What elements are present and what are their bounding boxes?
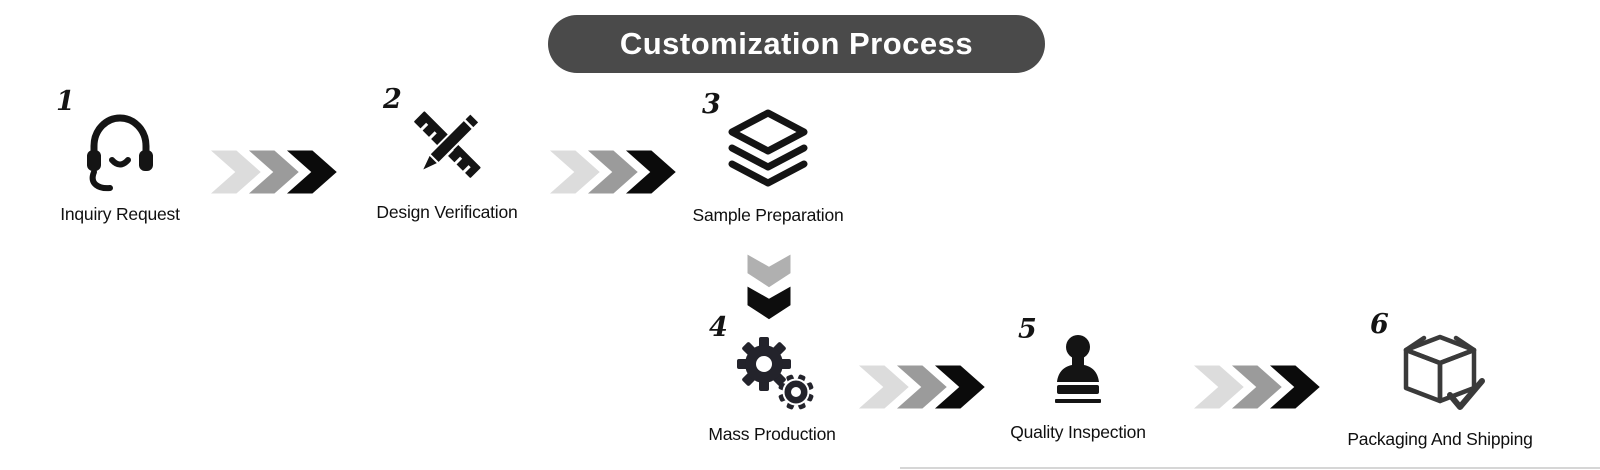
layers-icon <box>728 109 808 187</box>
step-6-label: Packaging And Shipping <box>1347 429 1533 449</box>
step-4-number: 4 <box>709 312 728 343</box>
step-5-number: 5 <box>1018 314 1037 345</box>
diagram-title: Customization Process <box>619 26 974 61</box>
arrow-right-4 <box>1190 364 1325 410</box>
step-5-icon-wrap: 5 <box>1018 316 1118 415</box>
step-4-label: Mass Production <box>708 424 836 444</box>
shipping-box-check-icon <box>1403 334 1485 410</box>
step-6-icon-wrap: 6 <box>1370 311 1490 422</box>
bottom-divider <box>900 467 1600 469</box>
step-2-number: 2 <box>383 84 402 115</box>
gear-large <box>737 337 791 391</box>
step-mass-production: 4 <box>697 314 847 445</box>
step-1-number: 1 <box>56 86 75 117</box>
arrow-right-3 <box>855 364 990 410</box>
step-quality-inspection: 5 Quality Inspection <box>1003 316 1153 443</box>
step-design-verification: 2 Design Verification <box>372 86 522 223</box>
step-4-icon-wrap: 4 <box>709 314 815 417</box>
step-inquiry-request: 1 Inquiry Request <box>50 88 190 225</box>
step-1-icon-wrap: 1 <box>56 88 164 197</box>
pencil-shape <box>419 111 481 174</box>
diagram-title-pill: Customization Process <box>548 15 1045 73</box>
step-3-icon-wrap: 3 <box>702 91 814 198</box>
ruler-pencil-icon <box>412 109 483 180</box>
arrow-right-2 <box>546 149 681 195</box>
step-3-number: 3 <box>702 89 721 120</box>
gears-icon <box>737 337 814 410</box>
step-3-label: Sample Preparation <box>692 205 844 225</box>
arrow-right-1 <box>207 149 342 195</box>
step-2-icon-wrap: 2 <box>383 86 491 195</box>
step-1-label: Inquiry Request <box>60 204 180 224</box>
step-5-label: Quality Inspection <box>1010 422 1146 442</box>
arrow-down <box>746 252 792 323</box>
headset-icon <box>87 114 153 192</box>
gear-small <box>778 374 814 410</box>
stamp-icon <box>1055 335 1101 403</box>
step-sample-preparation: 3 Sample Preparation <box>692 91 844 226</box>
step-packaging-shipping: 6 Packaging And Shipping <box>1347 311 1533 450</box>
step-2-label: Design Verification <box>376 202 518 222</box>
step-6-number: 6 <box>1370 309 1389 340</box>
